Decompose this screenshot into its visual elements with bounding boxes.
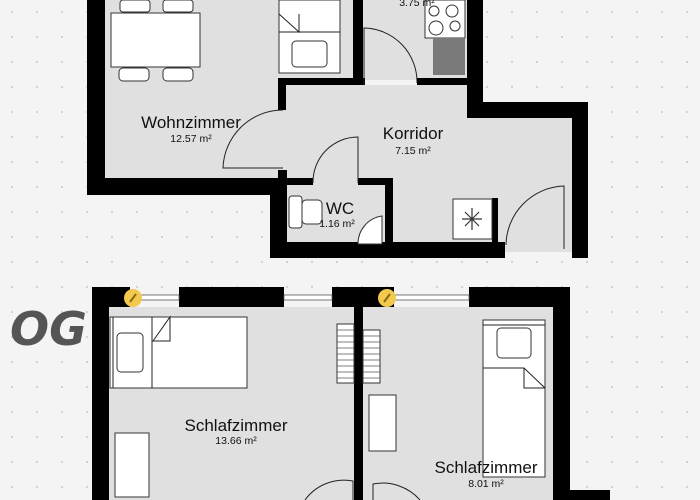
door-kitchen[interactable]	[363, 27, 418, 85]
window[interactable]	[393, 294, 470, 301]
window-marker-icon[interactable]	[124, 289, 142, 307]
window[interactable]	[283, 294, 333, 301]
og-apartment: Schlafzimmer 13.66 m² Schlafzimmer 8.01 …	[92, 287, 610, 500]
wc-area: 1.16 m²	[319, 218, 355, 230]
korridor-area: 7.15 m²	[395, 145, 431, 157]
stove-icon	[424, 0, 466, 75]
schlafzimmer-2-area: 8.01 m²	[468, 478, 504, 490]
door-schlafzimmer-2[interactable]	[372, 482, 421, 500]
door-entrance[interactable]	[505, 185, 565, 249]
wohnzimmer-name: Wohnzimmer	[141, 113, 241, 132]
wall	[572, 102, 588, 258]
wall	[417, 78, 467, 85]
schlafzimmer-2-name: Schlafzimmer	[435, 458, 538, 477]
window-marker-icon[interactable]	[378, 289, 396, 307]
wall	[278, 170, 287, 185]
wall	[278, 78, 286, 110]
wall	[270, 242, 505, 258]
wall	[92, 287, 109, 500]
fan-icon	[452, 198, 493, 240]
wall	[87, 0, 105, 195]
wall	[358, 178, 393, 185]
door-wc[interactable]	[312, 136, 359, 184]
desk-icon	[368, 394, 397, 452]
bed-icon	[278, 0, 341, 74]
wc-name: WC	[326, 199, 354, 218]
wall	[570, 490, 610, 500]
toilet-icon	[288, 195, 323, 229]
dining-table-icon	[110, 0, 201, 82]
radiator-icon	[336, 323, 381, 384]
wall	[92, 287, 130, 307]
schlafzimmer-1-area: 13.66 m²	[215, 435, 257, 447]
wall	[492, 198, 498, 242]
wall	[353, 0, 363, 85]
desk-icon	[114, 432, 150, 498]
wall	[179, 287, 284, 307]
wohnzimmer-area: 12.57 m²	[170, 133, 212, 145]
upper-apartment: 3.75 m² Wohnzimmer 12.57 m² Korridor 7.1…	[87, 0, 588, 258]
bed-icon	[109, 315, 248, 389]
schlafzimmer-1-name: Schlafzimmer	[185, 416, 288, 435]
entrance-floor	[505, 242, 572, 252]
bed-icon	[482, 319, 546, 478]
door-wohnzimmer[interactable]	[222, 109, 284, 169]
korridor-name: Korridor	[383, 124, 444, 143]
door-schlafzimmer-1[interactable]	[304, 479, 354, 500]
wall	[354, 287, 363, 500]
wall	[553, 287, 570, 500]
wall	[278, 78, 365, 85]
wall	[385, 178, 393, 242]
floor-label: OG	[10, 302, 87, 356]
wall	[469, 287, 570, 307]
wall	[287, 178, 313, 185]
wall	[467, 0, 483, 118]
wall	[270, 178, 287, 258]
kitchen-area: 3.75 m²	[399, 0, 435, 9]
wall	[87, 178, 287, 195]
sink-icon	[357, 215, 383, 245]
wall	[467, 102, 588, 118]
